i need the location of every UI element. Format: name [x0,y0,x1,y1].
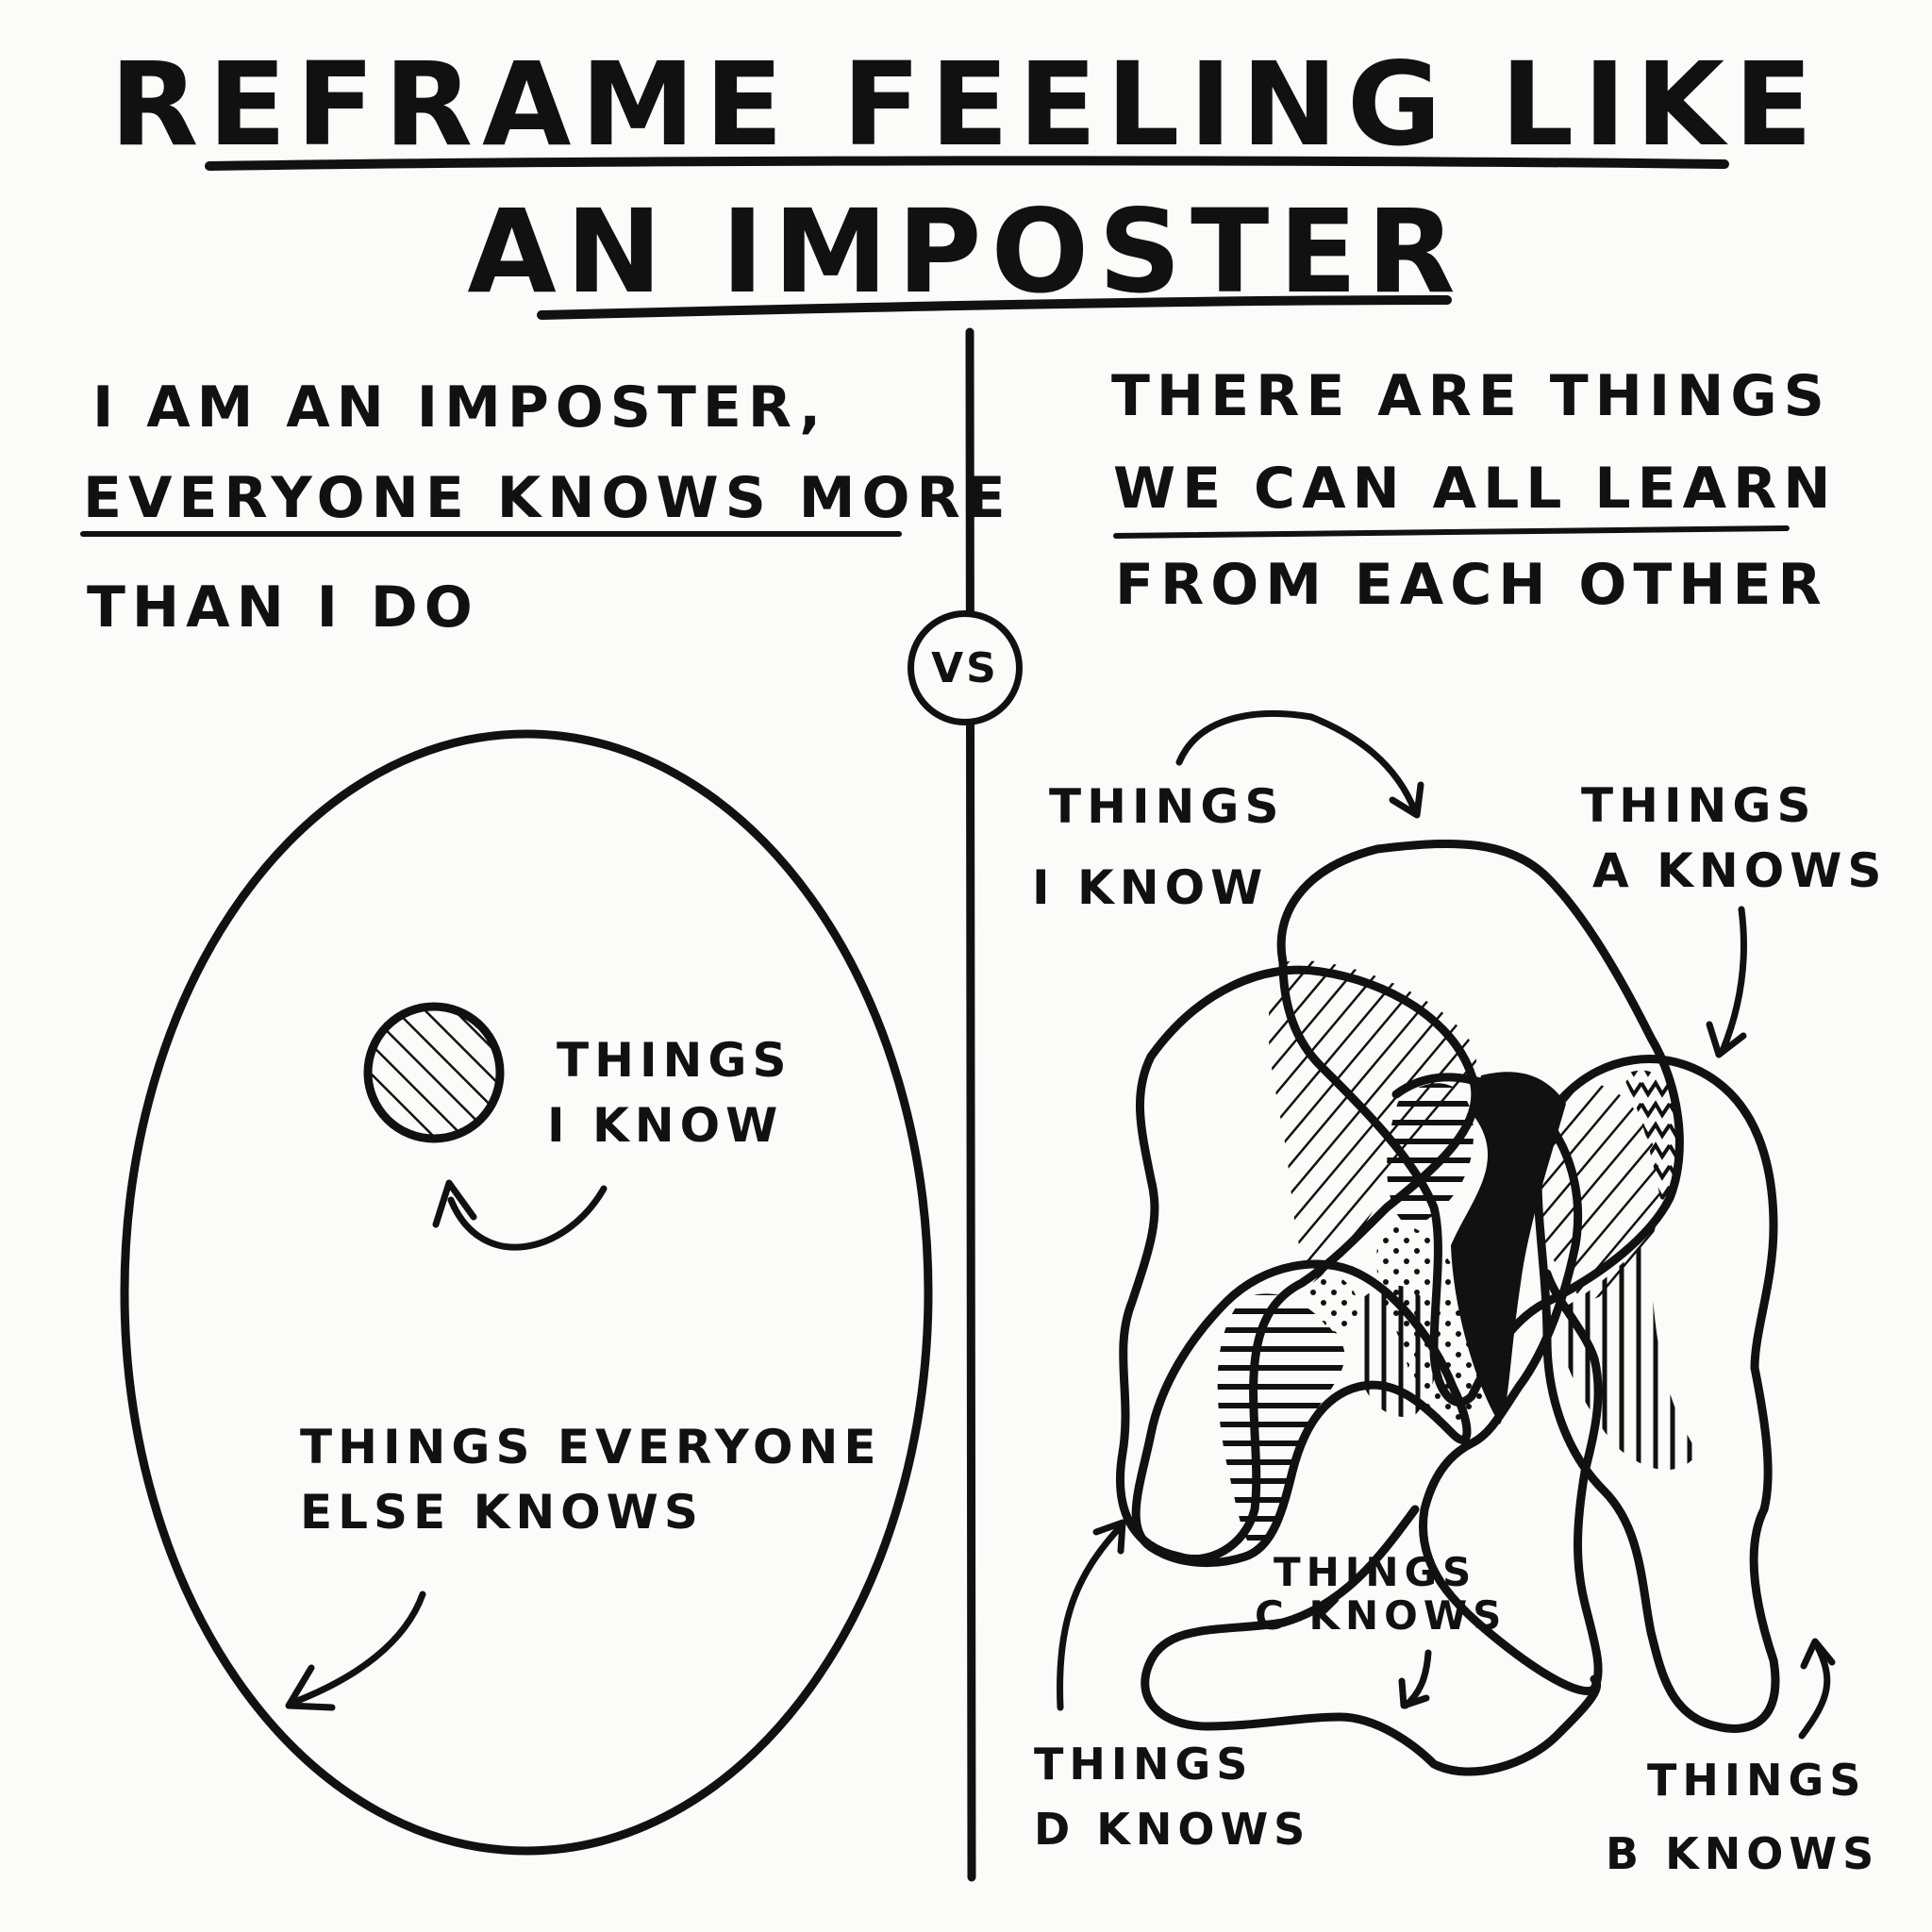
arrowhead-i-know [1389,781,1424,819]
arrow-to-everyone [289,1591,426,1707]
blob-d-knows [1131,1259,1472,1567]
left-statement-line-3: THAN I DO [87,575,479,641]
left-label-me-line-2: I KNOW [547,1098,784,1153]
right-label-c-line-2: C KNOWS [1255,1592,1507,1640]
my-knowledge-circle [363,1002,505,1143]
region-b-vert [1557,1236,1698,1471]
right-statement-line-3: FROM EACH OTHER [1115,552,1828,618]
right-label-things-a-knows: THINGS A KNOWS [1581,774,1887,904]
title-line-2: AN IMPOSTER [467,185,1465,319]
right-label-things-b-knows: THINGS B KNOWS [1606,1743,1879,1890]
right-statement-underline [1113,525,1790,539]
arrowhead-c-knows [1398,1677,1430,1709]
right-label-b-line-2: B KNOWS [1606,1828,1880,1880]
right-statement-line-1: THERE ARE THINGS [1111,363,1831,429]
arrowhead-b-knows [1800,1638,1836,1670]
left-label-me-line-1: THINGS [557,1033,792,1088]
blob-i-know [1116,965,1480,1564]
left-label-things-i-know: THINGS I KNOW [547,1028,792,1158]
arrow-to-my-circle [447,1185,608,1251]
region-d-horiz [1217,1293,1345,1551]
left-label-things-everyone-knows: THINGS EVERYONE ELSE KNOWS [300,1415,882,1545]
right-label-things-i-know: THINGS I KNOW [1032,766,1284,928]
title-line-1: REFRAME FEELING LIKE [109,38,1823,172]
right-label-b-line-1: THINGS [1647,1755,1867,1806]
arrowhead-d-knows [1092,1519,1126,1555]
left-label-everyone-line-2: ELSE KNOWS [300,1485,704,1540]
right-label-d-line-2: D KNOWS [1034,1804,1311,1855]
vs-badge: VS [908,610,1023,725]
left-label-everyone-line-1: THINGS EVERYONE [300,1420,882,1474]
title-underline-2 [537,295,1452,320]
right-label-d-line-1: THINGS [1034,1739,1254,1790]
arrow-d-knows [1057,1523,1124,1711]
arrow-i-know [1175,710,1419,815]
left-statement-line-2: EVERYONE KNOWS MORE [83,465,1012,531]
everyone-ellipse [120,729,933,1856]
arrowhead-everyone [285,1664,336,1711]
blob-a-knows [1276,839,1684,1407]
region-a-zigzag [1623,1070,1684,1200]
arrow-b-knows [1798,1641,1831,1740]
right-label-me-line-2: I KNOW [1032,860,1269,915]
right-label-things-c-knows: THINGS C KNOWS [1255,1549,1507,1640]
arrow-a-knows [1719,906,1747,1055]
right-statement-line-2: WE CAN ALL LEARN [1113,456,1838,522]
left-statement-line-1: I AM AN IMPOSTER, [92,375,828,441]
arrowhead-a-knows [1706,1021,1747,1058]
arrowhead-my-circle [432,1179,477,1228]
region-d-dots [1302,1273,1358,1334]
title-underline-1 [205,156,1729,171]
blob-c-knows [1391,1073,1603,1696]
right-label-a-line-2: A KNOWS [1592,843,1888,898]
right-label-things-d-knows: THINGS D KNOWS [1034,1732,1310,1862]
left-statement-underline [80,529,902,537]
blob-c-knows-lower [1141,1505,1602,1776]
right-label-c-line-1: THINGS [1274,1549,1477,1595]
right-label-a-line-1: THINGS [1581,778,1817,833]
right-label-me-line-1: THINGS [1049,779,1285,834]
center-divider [965,327,976,1882]
